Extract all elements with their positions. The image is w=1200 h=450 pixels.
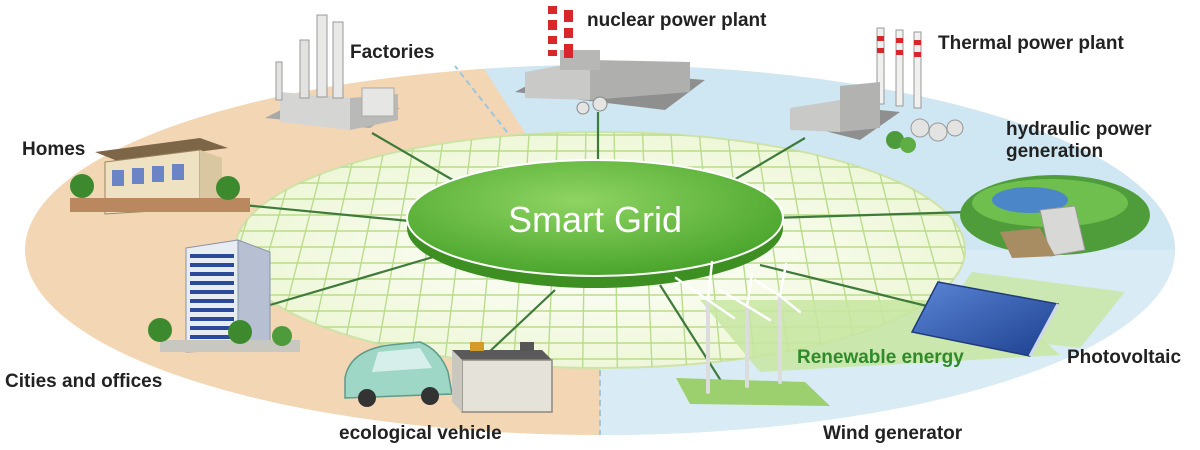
factory-icon [265, 14, 400, 130]
label-cities-and-offices: Cities and offices [5, 371, 163, 392]
connector-pv [759, 263, 936, 310]
label-thermal-power-plant: Thermal power plant [938, 33, 1124, 54]
house-icon [70, 138, 250, 215]
connector-cities [269, 253, 441, 307]
label-wind-generator: Wind generator [823, 423, 963, 444]
hub-title: Smart Grid [507, 199, 683, 240]
office-building-icon [148, 239, 300, 353]
connector-homes [221, 201, 421, 224]
electric-car-icon [344, 341, 453, 407]
label-factories: Factories [350, 42, 435, 63]
label-homes: Homes [22, 139, 86, 160]
label-nuclear-power-plant: nuclear power plant [587, 10, 767, 31]
nuclear-plant-icon [515, 6, 705, 115]
label-photovoltaic: Photovoltaic [1067, 347, 1182, 368]
label-hydraulic-power-generation: hydraulic power generation [1006, 119, 1152, 162]
thermal-plant-icon [790, 27, 964, 153]
hub-top [406, 159, 784, 277]
connector-wind [659, 284, 731, 396]
solar-panel-icon [910, 281, 1060, 357]
label-ecological-vehicle: ecological vehicle [339, 423, 502, 444]
connector-hydro [769, 210, 969, 220]
hydro-dam-icon [960, 175, 1150, 258]
battery-icon [452, 342, 553, 413]
sector-divider-top [454, 65, 601, 251]
wind-turbine-icon [674, 260, 830, 406]
label-renewable-energy: Renewable energy [797, 347, 964, 368]
